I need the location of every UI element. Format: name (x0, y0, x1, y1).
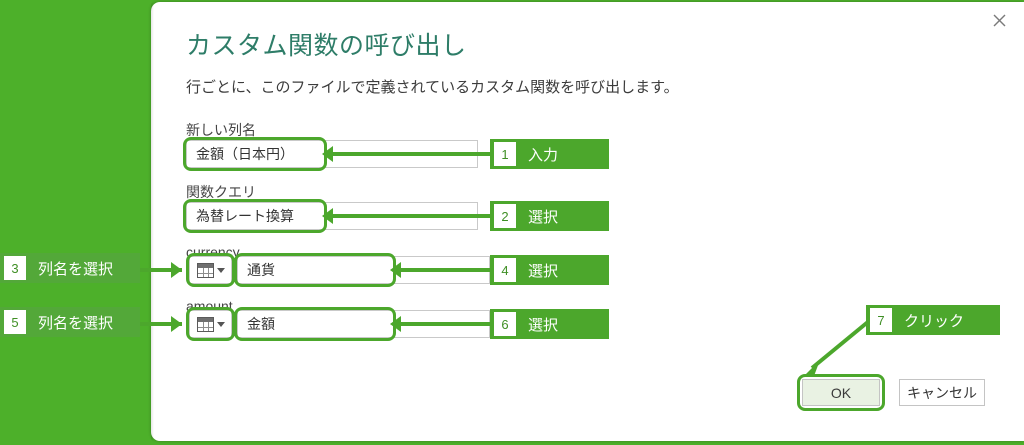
callout-number: 1 (494, 142, 516, 166)
callout-number: 2 (494, 204, 516, 228)
column-picker-amount[interactable] (189, 310, 232, 338)
callout-text: 列名を選択 (38, 314, 114, 332)
callout-number: 4 (494, 258, 516, 282)
callout-number: 5 (4, 310, 26, 334)
callout-text: 選択 (528, 316, 559, 334)
cancel-button[interactable]: キャンセル (899, 379, 985, 406)
connector-arrow-4 (390, 262, 401, 278)
dialog-title: カスタム関数の呼び出し (186, 32, 467, 60)
label-new-column-name: 新しい列名 (186, 122, 256, 138)
connector-arrow-3 (171, 262, 182, 278)
callout-text: 選択 (528, 262, 559, 280)
callout-text: クリック (904, 312, 965, 330)
chevron-down-icon (217, 321, 225, 327)
chevron-down-icon (217, 267, 225, 273)
callout-3: 3 列名を選択 (0, 253, 140, 283)
connector-arrow-1 (322, 146, 333, 162)
dialog-subtitle: 行ごとに、このファイルで定義されているカスタム関数を呼び出します。 (186, 79, 679, 96)
label-function-query: 関数クエリ (186, 184, 256, 200)
callout-7: 7 クリック (866, 305, 1000, 335)
callout-number: 6 (494, 312, 516, 336)
connector-line-1 (330, 152, 490, 156)
close-icon[interactable] (984, 6, 1014, 34)
connector-arrow-2 (322, 208, 333, 224)
callout-text: 選択 (528, 208, 559, 226)
callout-1: 1 入力 (490, 139, 609, 169)
callout-text: 列名を選択 (38, 260, 114, 278)
callout-text: 入力 (528, 146, 559, 164)
connector-line-2 (330, 214, 490, 218)
table-column-icon (197, 316, 214, 332)
callout-6: 6 選択 (490, 309, 609, 339)
callout-number: 3 (4, 256, 26, 280)
table-column-icon (197, 262, 214, 278)
callout-5: 5 列名を選択 (0, 307, 140, 337)
callout-4: 4 選択 (490, 255, 609, 285)
connector-arrow-6 (390, 316, 401, 332)
connector-line-4 (398, 268, 490, 272)
ok-button[interactable]: OK (802, 379, 880, 406)
callout-2: 2 選択 (490, 201, 609, 231)
connector-line-3 (140, 268, 182, 272)
connector-line-5 (140, 322, 182, 326)
callout-number: 7 (870, 308, 892, 332)
column-picker-currency[interactable] (189, 256, 232, 284)
connector-line-6 (398, 322, 490, 326)
connector-arrow-5 (171, 316, 182, 332)
